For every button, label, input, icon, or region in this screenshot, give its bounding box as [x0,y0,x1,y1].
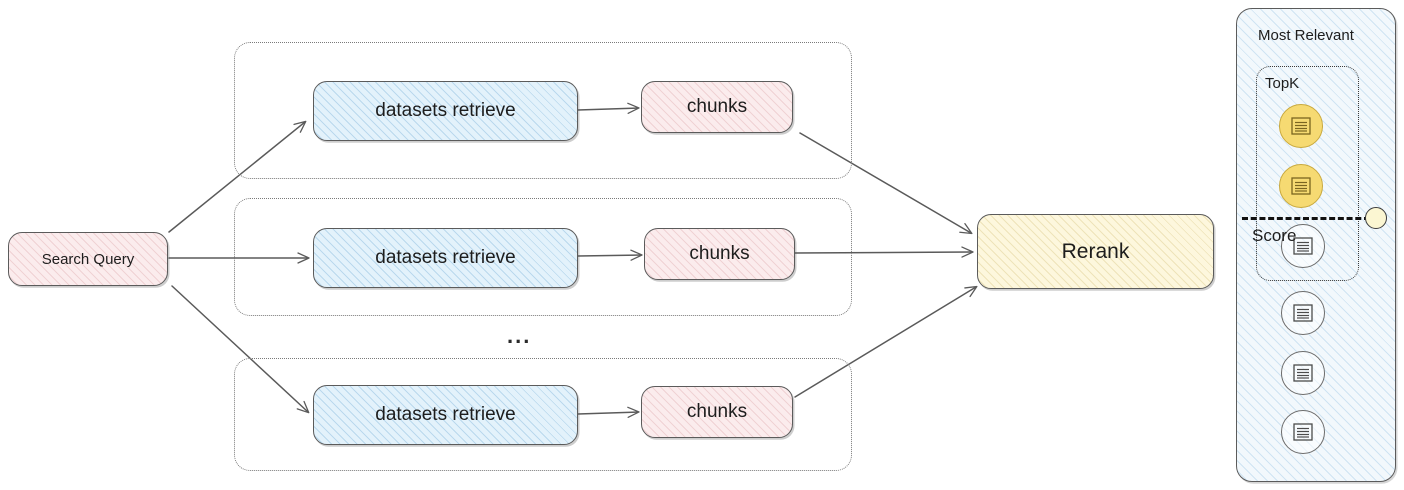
document-icon [1293,364,1313,382]
document-icon [1291,117,1311,135]
branch-group-2 [234,198,852,316]
branch-ellipsis: ... [507,323,532,348]
topk-region [1256,66,1359,281]
node-chunks-2-label: chunks [689,243,750,264]
score-label: Score [1252,226,1297,245]
document-icon [1291,177,1311,195]
node-datasets-retrieve-3-label: datasets retrieve [375,404,516,425]
node-search-query-label: Search Query [41,250,135,268]
result-chip-2[interactable] [1279,164,1323,208]
node-datasets-retrieve-2[interactable]: datasets retrieve [313,228,578,288]
result-chip-5[interactable] [1281,351,1325,395]
document-icon [1293,423,1313,441]
document-icon [1293,237,1313,255]
result-chip-6[interactable] [1281,410,1325,454]
topk-label: TopK [1265,75,1300,92]
score-threshold-marker[interactable] [1365,207,1387,229]
document-icon [1293,304,1313,322]
node-datasets-retrieve-2-label: datasets retrieve [375,247,516,268]
node-chunks-1-label: chunks [686,96,748,117]
node-rerank-label: Rerank [1061,239,1130,263]
branch-group-1 [234,42,852,179]
result-chip-3[interactable] [1281,224,1325,268]
node-chunks-3[interactable]: chunks [641,386,793,438]
node-datasets-retrieve-1-label: datasets retrieve [375,100,516,121]
topk-cutoff-divider [1242,217,1370,220]
branch-group-3 [234,358,852,471]
result-chip-1[interactable] [1279,104,1323,148]
result-chip-4[interactable] [1281,291,1325,335]
node-search-query[interactable]: Search Query [8,232,168,286]
node-chunks-3-label: chunks [686,401,748,422]
most-relevant-label: Most Relevant [1258,27,1354,44]
node-datasets-retrieve-3[interactable]: datasets retrieve [313,385,578,445]
node-datasets-retrieve-1[interactable]: datasets retrieve [313,81,578,141]
node-rerank[interactable]: Rerank [977,214,1214,289]
node-chunks-2[interactable]: chunks [644,228,795,280]
node-chunks-1[interactable]: chunks [641,81,793,133]
